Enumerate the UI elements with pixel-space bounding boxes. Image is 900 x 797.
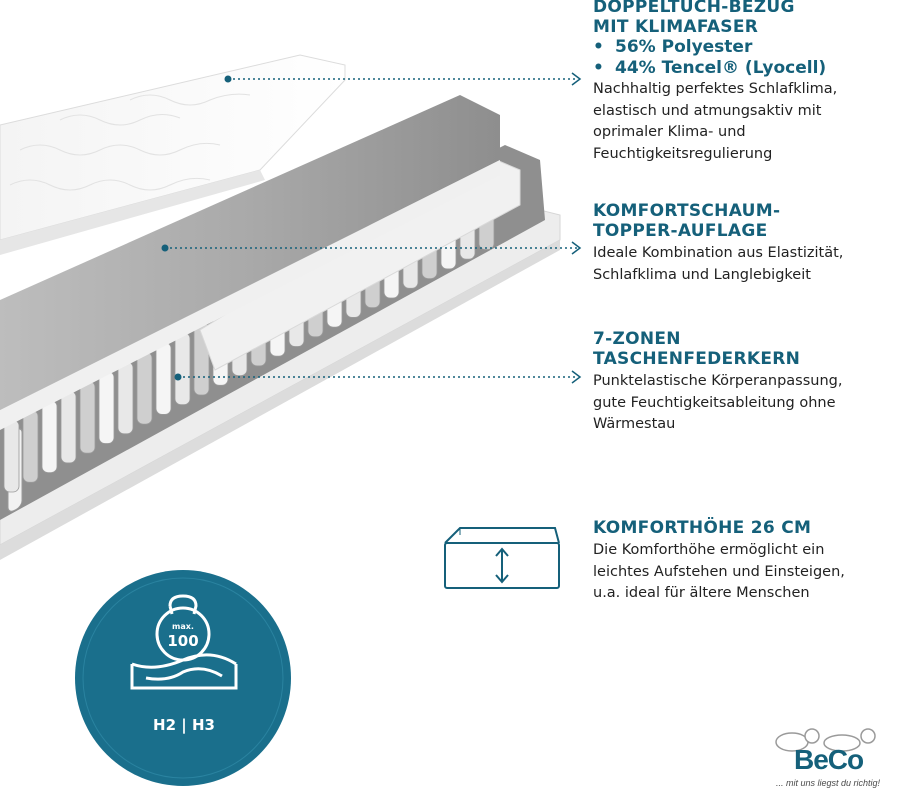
firmness-label: H2 | H3 [153, 716, 215, 734]
pocket-spring [174, 332, 191, 406]
brand-slogan: ... mit uns liegst du richtig! [776, 778, 881, 788]
pocket-spring [22, 409, 39, 483]
feature-topper-description: Ideale Kombination aus Elastizität, Schl… [593, 245, 844, 283]
feature-springs-title: 7-ZONEN TASCHENFEDERKERN [593, 329, 801, 369]
topper-layer [0, 95, 500, 410]
firmness-badge [75, 570, 291, 786]
mattress-firmness-icon [130, 653, 238, 690]
weight-max-label: max. [172, 622, 194, 631]
pocket-spring [60, 390, 77, 464]
pocket-spring [98, 371, 115, 444]
quilted-cover [0, 54, 346, 241]
pocket-spring [41, 400, 58, 474]
brand-logo: BeCo [794, 744, 864, 775]
height-icon [444, 527, 560, 589]
feature-springs-description: Punktelastische Körperanpassung, gute Fe… [593, 373, 843, 433]
feature-topper-title: KOMFORTSCHAUM- TOPPER-AUFLAGE [593, 201, 781, 241]
callout-arrows [571, 72, 582, 384]
feature-cover-bullet: •44% Tencel® (Lyocell) [593, 58, 827, 78]
brand-mascot-icon [775, 728, 876, 752]
quilting-pattern [9, 93, 251, 191]
feature-cover: DOPPELTUCH-BEZUG MIT KLIMAFASER •56% Pol… [593, 0, 837, 165]
feature-cover-description: Nachhaltig perfektes Schlafklima, elasti… [593, 81, 838, 162]
pocket-spring [3, 419, 20, 493]
feature-topper: KOMFORTSCHAUM- TOPPER-AUFLAGE Ideale Kom… [593, 201, 843, 286]
callout-dots [161, 75, 232, 381]
weight-value: 100 [167, 632, 199, 650]
pocket-spring [136, 351, 153, 425]
feature-height-description: Die Komforthöhe ermöglicht ein leichtes … [593, 542, 845, 602]
pocket-spring [79, 380, 96, 454]
pocket-spring [117, 361, 134, 435]
feature-springs: 7-ZONEN TASCHENFEDERKERN Punktelastische… [593, 329, 842, 436]
feature-height: KOMFORTHÖHE 26 CM Die Komforthöhe ermögl… [593, 518, 845, 605]
feature-cover-title: DOPPELTUCH-BEZUG MIT KLIMAFASER [593, 0, 795, 37]
feature-height-title: KOMFORTHÖHE 26 CM [593, 518, 812, 538]
pocket-spring [155, 341, 172, 415]
callout-lines [165, 78, 578, 378]
feature-cover-bullet: •56% Polyester [593, 37, 753, 57]
